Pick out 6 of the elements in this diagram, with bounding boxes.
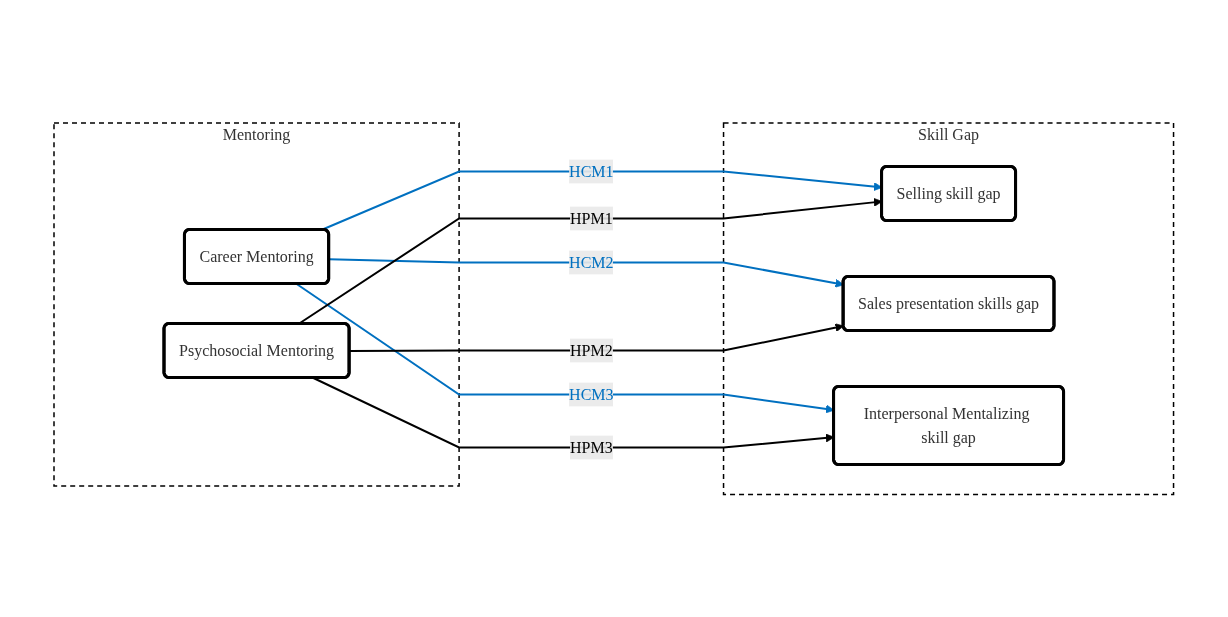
edge-label: HCM1 [569,162,614,180]
edge-label: HPM3 [570,438,613,456]
edge-label: HPM2 [570,341,613,359]
edge-label: HCM2 [569,253,614,271]
edge-label: HCM3 [569,385,614,403]
edge-label: HPM1 [570,209,613,227]
